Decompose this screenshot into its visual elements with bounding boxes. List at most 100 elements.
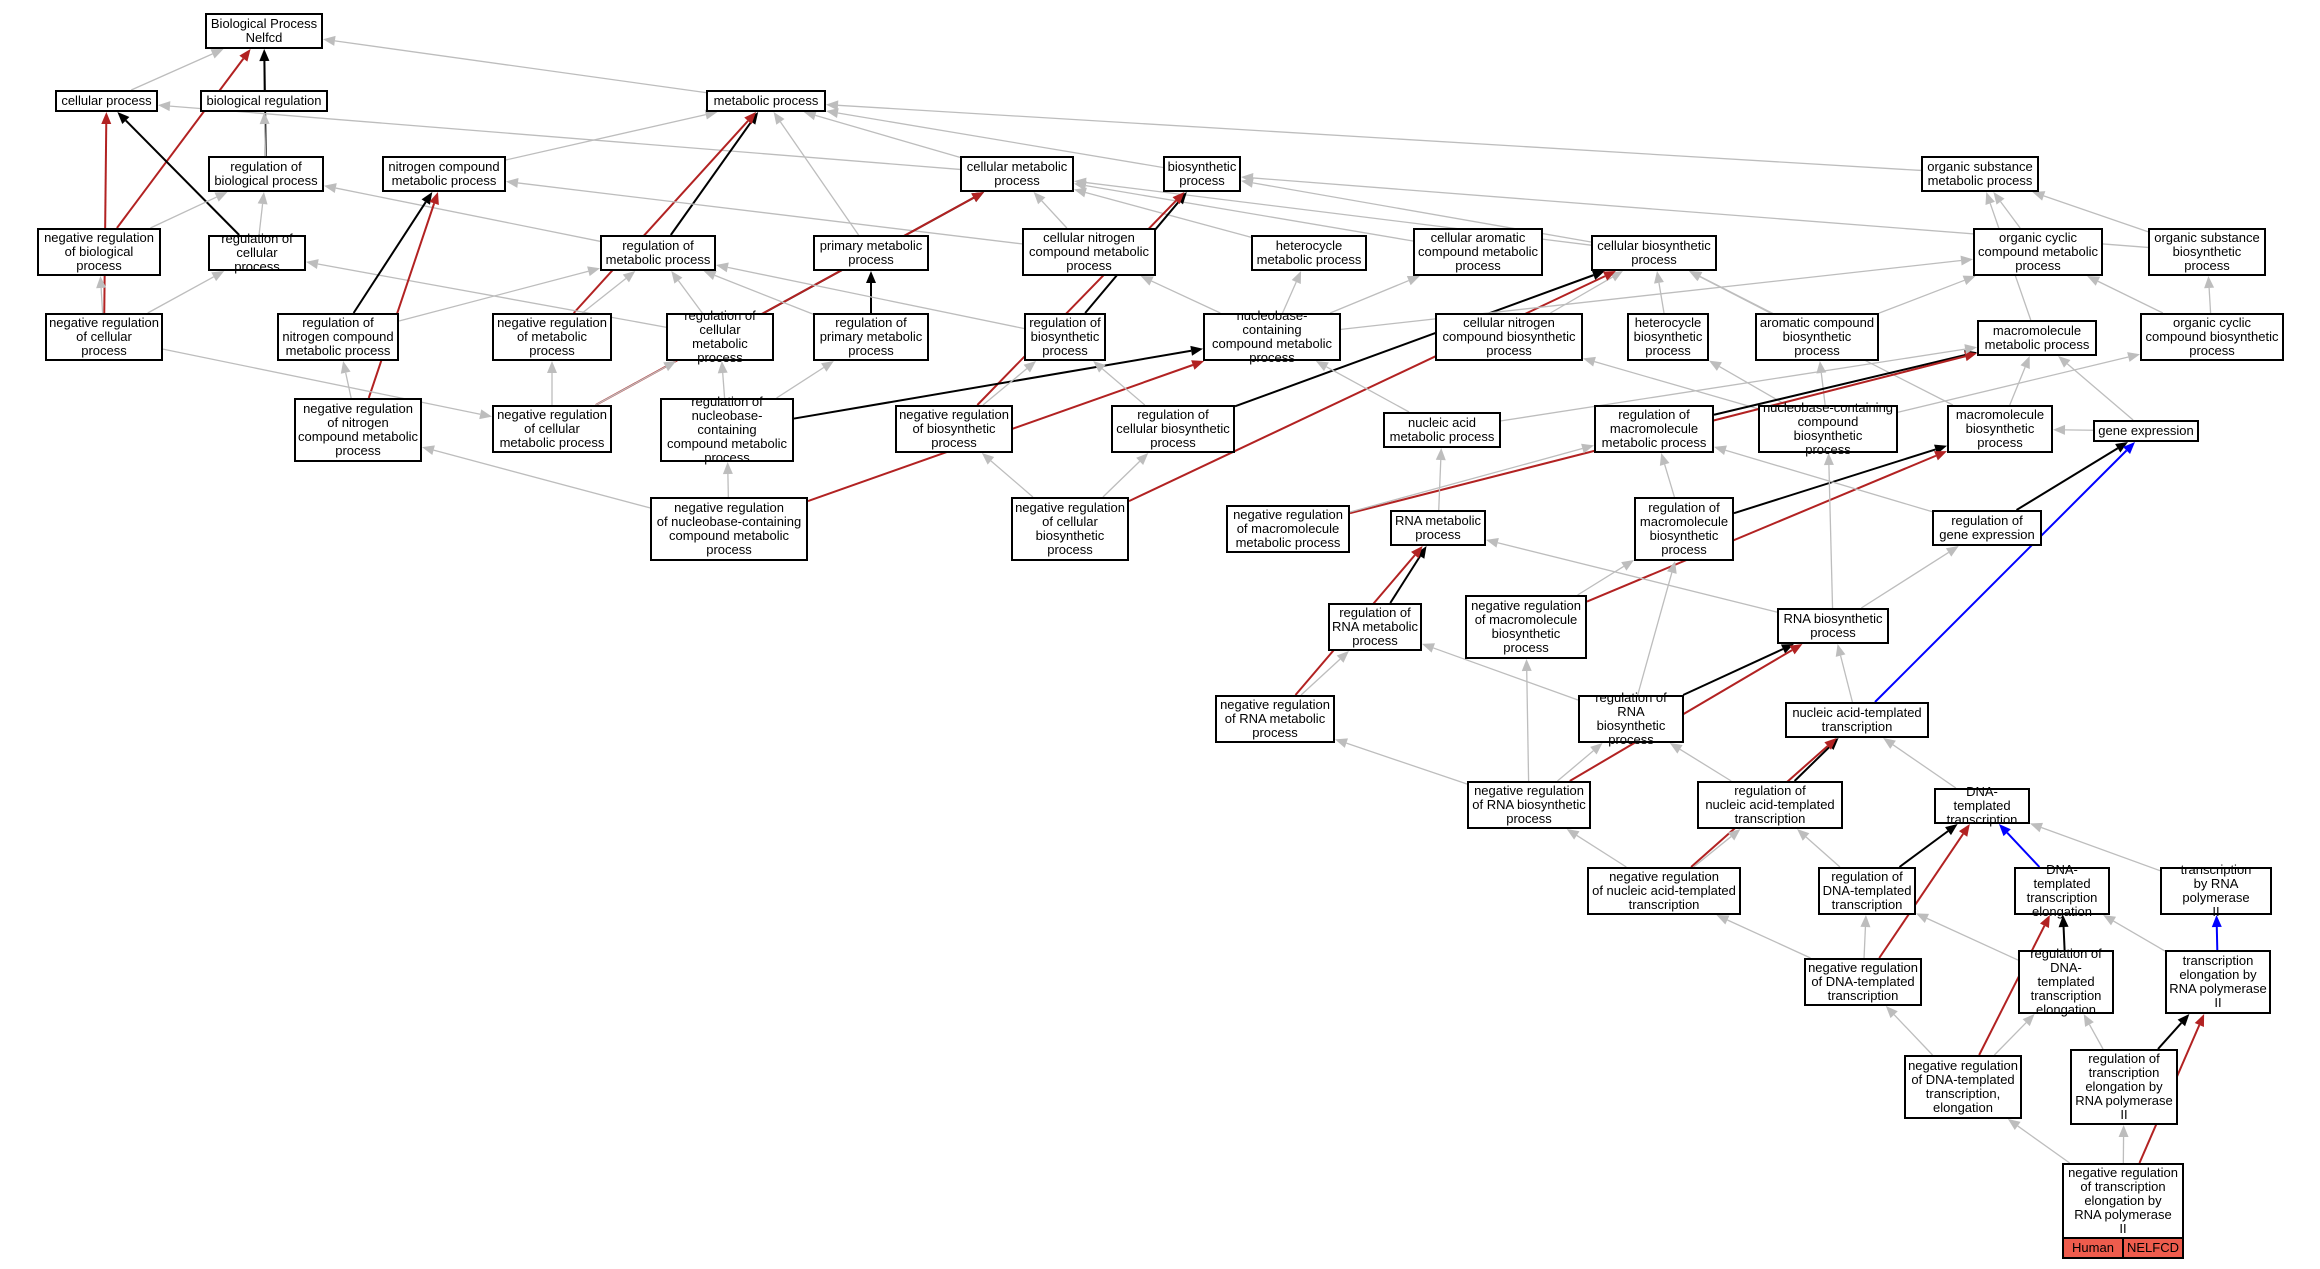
node-nucleobase-cbp[interactable]: nucleobase-containing compound biosynthe… [1758, 401, 1898, 457]
edge-rna_biosynthetic_process-to-reg_gene_expression [1860, 551, 1949, 609]
node-reg-gene-expression[interactable]: regulation of gene expression [1932, 510, 2042, 546]
node-reg-dna-templated-transcription-elongation[interactable]: regulation of DNA-templated transcriptio… [2018, 947, 2114, 1017]
node-cellular-aromatic-cmp[interactable]: cellular aromatic compound metabolic pro… [1413, 228, 1543, 276]
arrowhead-neg_reg_dna_templated_transcription_elongation-to-neg_reg_dna_templated_transcription [1885, 1006, 1898, 1019]
edge-neg_reg_cellular_process-to-reg_cellular_process [147, 276, 215, 314]
node-reg-dna-templated-transcription[interactable]: regulation of DNA-templated transcriptio… [1818, 867, 1916, 915]
arrowhead-reg_gene_expression-to-reg_macromolecule_mp [1714, 445, 1727, 456]
edge-rna_biosynthetic_process-to-nucleobase_cbp [1828, 464, 1834, 609]
arrowhead-organic_substance_bp-to-organic_substance_mp [2032, 191, 2046, 201]
arrowhead-reg_nucleobase_cmp-to-reg_cellular_metabolic_process [717, 361, 728, 374]
node-reg-rna-biosynthetic-process[interactable]: regulation of RNA biosynthetic process [1578, 691, 1684, 747]
edge-transcription_by_rna_pol_ii-to-dna_templated_transcription [2041, 826, 2161, 872]
node-reg-biosynthetic-process[interactable]: regulation of biosynthetic process [1024, 313, 1106, 361]
node-reg-cellular-biosynthetic-process[interactable]: regulation of cellular biosynthetic proc… [1111, 405, 1235, 453]
arrowhead-macromolecule_bp-to-macromolecule_mp [2020, 356, 2030, 369]
node-reg-macromolecule-bp[interactable]: regulation of macromolecule biosynthetic… [1634, 497, 1734, 561]
edge-reg_rna_biosynthetic_process-to-reg_macromolecule_bp [1637, 572, 1673, 696]
node-cellular-biosynthetic-process[interactable]: cellular biosynthetic process [1591, 235, 1717, 271]
arrowhead-cellular_process-to-bp [210, 49, 224, 59]
node-neg-reg-nucleic-acid-templated-transcription[interactable]: negative regulation of nucleic acid-temp… [1587, 867, 1741, 915]
node-neg-reg-dna-templated-transcription-elongation[interactable]: negative regulation of DNA-templated tra… [1904, 1055, 2022, 1119]
node-reg-primary-metabolic-process[interactable]: regulation of primary metabolic process [813, 313, 929, 361]
edge-reg_metabolic_process-to-metabolic_process [669, 121, 753, 236]
node-reg-transcription-elongation-rna-pol-ii[interactable]: regulation of transcription elongation b… [2070, 1049, 2178, 1125]
node-rna-biosynthetic-process[interactable]: RNA biosynthetic process [1777, 608, 1889, 644]
edge-neg_reg_metabolic_process-to-metabolic_process [573, 120, 749, 314]
node-neg-reg-nitrogen-cmp[interactable]: negative regulation of nitrogen compound… [294, 398, 422, 462]
arrowhead-transcription_elongation_rna_pol_ii-to-dna_templated_transcription_elongation [2103, 915, 2117, 926]
arrowhead-reg_macromolecule_bp-to-reg_macromolecule_mp [1659, 453, 1670, 466]
node-neg-reg-rna-metabolic-process[interactable]: negative regulation of RNA metabolic pro… [1215, 695, 1335, 743]
edge-cellular_nitrogen_cmp-to-cellular_metabolic_process [1041, 200, 1068, 229]
edge-neg_reg_transcription_elongation_rna_pol_ii-to-neg_reg_dna_templated_transcription_elongation [2017, 1125, 2071, 1164]
arrowhead-nucleobase_cbp-to-organic_cyclic_cbp [2127, 352, 2140, 362]
node-reg-nucleic-acid-templated-transcription[interactable]: regulation of nucleic acid-templated tra… [1697, 781, 1843, 829]
node-cellular-process[interactable]: cellular process [55, 90, 158, 112]
node-dna-templated-transcription[interactable]: DNA-templated transcription [1934, 785, 2030, 827]
node-primary-metabolic-process[interactable]: primary metabolic process [813, 235, 929, 271]
node-organic-cyclic-cmp[interactable]: organic cyclic compound metabolic proces… [1973, 228, 2103, 276]
node-neg-reg-biological-process[interactable]: negative regulation of biological proces… [37, 228, 161, 276]
node-nucleic-acid-mp[interactable]: nucleic acid metabolic process [1383, 412, 1501, 448]
node-reg-cellular-metabolic-process[interactable]: regulation of cellular metabolic process [666, 309, 774, 365]
arrowhead-heterocycle_mp-to-cellular_metabolic_process [1074, 187, 1087, 198]
node-neg-reg-biosynthetic-process[interactable]: negative regulation of biosynthetic proc… [895, 405, 1013, 453]
node-neg-reg-rna-biosynthetic-process[interactable]: negative regulation of RNA biosynthetic … [1467, 781, 1591, 829]
node-transcription-by-rna-pol-ii[interactable]: transcription by RNA polymerase II [2160, 863, 2272, 919]
node-neg-reg-cellular-process[interactable]: negative regulation of cellular process [45, 313, 163, 361]
arrowhead-neg_reg_rna_biosynthetic_process-to-neg_reg_macromolecule_bp [1521, 659, 1532, 672]
node-cellular-nitrogen-cmp[interactable]: cellular nitrogen compound metabolic pro… [1022, 228, 1156, 276]
node-biosynthetic-process[interactable]: biosynthetic process [1163, 156, 1241, 192]
node-nitrogen-compound-mp[interactable]: nitrogen compound metabolic process [382, 156, 506, 192]
node-macromolecule-mp[interactable]: macromolecule metabolic process [1977, 320, 2097, 356]
arrowhead-reg_primary_metabolic_process-to-primary_metabolic_process [866, 271, 876, 283]
node-dna-templated-transcription-elongation[interactable]: DNA-templated transcription elongation [2014, 863, 2110, 919]
node-neg-reg-nucleobase-cmp[interactable]: negative regulation of nucleobase-contai… [650, 497, 808, 561]
node-neg-reg-dna-templated-transcription[interactable]: negative regulation of DNA-templated tra… [1804, 958, 1922, 1006]
node-cellular-metabolic-process[interactable]: cellular metabolic process [960, 156, 1074, 192]
arrowhead-cellular_nitrogen_cmp-to-cellular_metabolic_process [1033, 192, 1046, 205]
edge-neg_reg_macromolecule_bp-to-reg_macromolecule_bp [1577, 565, 1625, 596]
edge-neg_reg_cellular_process-to-cellular_process [103, 123, 108, 314]
node-organic-substance-bp[interactable]: organic substance biosynthetic process [2148, 228, 2266, 276]
arrowhead-neg_reg_macromolecule_mp-to-macromolecule_mp [1964, 351, 1977, 362]
node-reg-rna-metabolic-process[interactable]: regulation of RNA metabolic process [1328, 603, 1422, 651]
node-rna-metabolic-process[interactable]: RNA metabolic process [1390, 510, 1486, 546]
node-neg-reg-macromolecule-bp[interactable]: negative regulation of macromolecule bio… [1465, 595, 1587, 659]
node-organic-cyclic-cbp[interactable]: organic cyclic compound biosynthetic pro… [2140, 313, 2284, 361]
node-neg-reg-cellular-metabolic-process[interactable]: negative regulation of cellular metaboli… [492, 405, 612, 453]
arrowhead-nucleic_acid_templated_transcription-to-rna_biosynthetic_process [1835, 644, 1846, 657]
edge-neg_reg_nucleobase_cmp-to-neg_reg_nitrogen_cmp [433, 449, 651, 509]
node-heterocycle-mp[interactable]: heterocycle metabolic process [1251, 235, 1367, 271]
node-neg-reg-macromolecule-mp[interactable]: negative regulation of macromolecule met… [1226, 505, 1350, 553]
node-nucleobase-cmp[interactable]: nucleobase-containing compound metabolic… [1203, 309, 1341, 365]
edge-reg_nucleobase_cmp-to-reg_primary_metabolic_process [776, 366, 825, 399]
node-metabolic-process[interactable]: metabolic process [706, 90, 826, 112]
node-reg-nucleobase-cmp[interactable]: regulation of nucleobase-containing comp… [660, 395, 794, 465]
node-heterocycle-bp[interactable]: heterocycle biosynthetic process [1627, 313, 1709, 361]
arrowhead-reg_rna_biosynthetic_process-to-reg_rna_metabolic_process [1422, 643, 1435, 653]
edge-cellular_aromatic_cmp-to-cellular_metabolic_process [1085, 185, 1414, 242]
node-cellular-nitrogen-cbp[interactable]: cellular nitrogen compound biosynthetic … [1435, 313, 1583, 361]
arrowhead-heterocycle_bp-to-cellular_biosynthetic_process [1654, 271, 1664, 284]
edge-neg_reg_nitrogen_cmp-to-reg_nitrogen_cmp [345, 372, 352, 399]
node-reg-macromolecule-mp[interactable]: regulation of macromolecule metabolic pr… [1594, 405, 1714, 453]
edge-organic_cyclic_cbp-to-organic_substance_bp [2208, 287, 2212, 314]
node-reg-nitrogen-cmp[interactable]: regulation of nitrogen compound metaboli… [277, 313, 399, 361]
node-neg-reg-metabolic-process[interactable]: negative regulation of metabolic process [492, 313, 612, 361]
node-bp[interactable]: Biological Process Nelfcd [205, 13, 323, 49]
node-gene-expression[interactable]: gene expression [2093, 420, 2199, 442]
node-reg-metabolic-process[interactable]: regulation of metabolic process [600, 235, 716, 271]
node-reg-cellular-process[interactable]: regulation of cellular process [208, 232, 306, 274]
node-transcription-elongation-rna-pol-ii[interactable]: transcription elongation by RNA polymera… [2165, 950, 2271, 1014]
node-macromolecule-bp[interactable]: macromolecule biosynthetic process [1947, 405, 2053, 453]
node-neg-reg-transcription-elongation-rna-pol-ii[interactable]: negative regulation of transcription elo… [2062, 1163, 2184, 1239]
node-reg-biological-process[interactable]: regulation of biological process [208, 156, 324, 192]
node-aromatic-cbp[interactable]: aromatic compound biosynthetic process [1755, 313, 1879, 361]
node-neg-reg-cellular-biosynthetic-process[interactable]: negative regulation of cellular biosynth… [1011, 497, 1129, 561]
edge-cellular_nitrogen_cbp-to-cellular_biosynthetic_process [1550, 276, 1613, 314]
node-biological-regulation[interactable]: biological regulation [200, 90, 328, 112]
node-organic-substance-mp[interactable]: organic substance metabolic process [1921, 156, 2039, 192]
node-nucleic-acid-templated-transcription[interactable]: nucleic acid-templated transcription [1785, 702, 1929, 738]
